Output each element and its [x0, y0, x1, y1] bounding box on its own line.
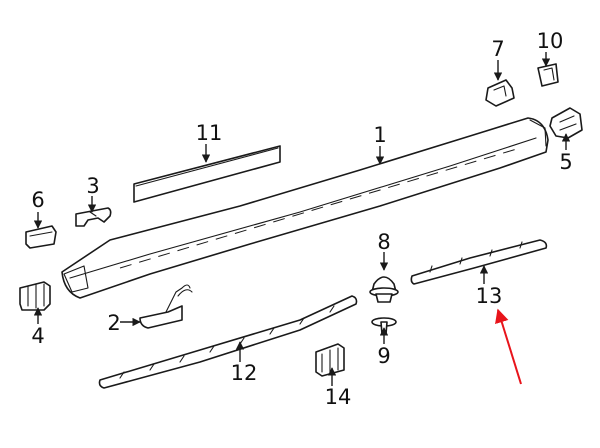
part-6-cap: [25, 225, 57, 249]
highlight-arrow: [495, 308, 522, 385]
callout-3: 3: [86, 174, 99, 198]
callout-10: 10: [537, 29, 564, 53]
part-2-bracket: [139, 284, 193, 329]
callout-13: 13: [476, 284, 503, 308]
callout-6: 6: [31, 188, 44, 212]
callout-8: 8: [377, 230, 390, 254]
part-14-clip: [315, 343, 345, 377]
callout-1: 1: [373, 123, 386, 147]
callout-4: 4: [31, 324, 44, 348]
callout-14: 14: [325, 385, 352, 409]
callout-12: 12: [231, 361, 258, 385]
part-12-lower-molding: [98, 295, 358, 389]
part-4-clip: [19, 281, 51, 311]
leader-lines: [33, 52, 571, 386]
callout-labels: 1 2 3 4 5 6 7 8 9 10 11 12 13 14: [31, 29, 572, 409]
part-5-clip: [549, 107, 583, 139]
callout-2: 2: [107, 311, 120, 335]
part-1-rocker-panel: [61, 117, 549, 299]
callout-9: 9: [377, 344, 390, 368]
part-13-molding: [410, 239, 548, 285]
part-8-push-clip: [369, 276, 399, 303]
part-3-clip: [75, 207, 112, 227]
callout-5: 5: [559, 150, 572, 174]
part-7-clip: [485, 79, 515, 107]
part-11-molding-strip: [133, 145, 281, 203]
callout-11: 11: [196, 121, 223, 145]
part-10-clip: [537, 63, 559, 87]
callout-7: 7: [491, 37, 504, 61]
